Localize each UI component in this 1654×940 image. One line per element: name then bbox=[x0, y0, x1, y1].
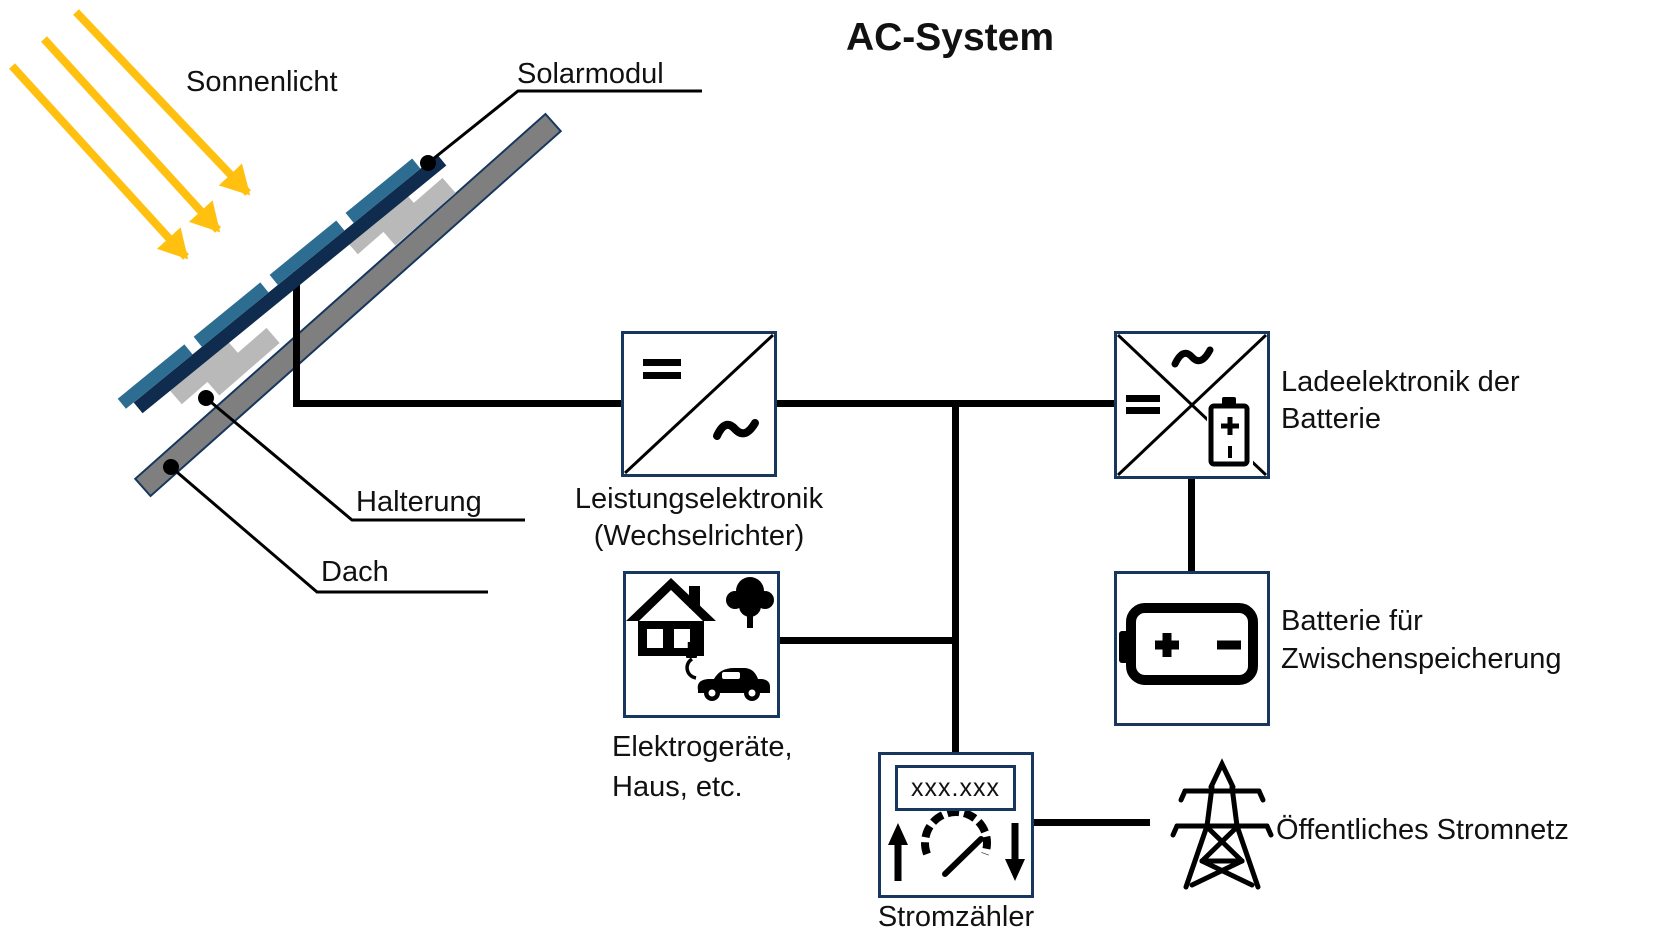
loads-label: Elektrogeräte, Haus, etc. bbox=[612, 727, 793, 807]
house-icon bbox=[626, 578, 716, 656]
charger-label: Ladeelektronik der Batterie bbox=[1281, 364, 1520, 438]
sunlight-rays-icon bbox=[9, 9, 251, 260]
dc-symbol bbox=[643, 359, 681, 379]
ac-symbol bbox=[1171, 346, 1214, 368]
tree-icon bbox=[726, 577, 774, 628]
solar-cell bbox=[193, 282, 269, 347]
solarmodul-leader-line bbox=[427, 89, 702, 165]
solar-cell bbox=[345, 158, 421, 223]
mount-bracket bbox=[344, 177, 456, 255]
meter-label: Stromzähler bbox=[877, 901, 1035, 933]
solar-cell bbox=[117, 344, 193, 409]
gauge-icon bbox=[921, 808, 991, 877]
loads-label-line1: Elektrogeräte, bbox=[612, 731, 793, 763]
ac-symbol bbox=[713, 419, 759, 440]
diagram-title: AC-System bbox=[845, 16, 1055, 59]
meter-display-value: xxx.xxx bbox=[911, 773, 1000, 802]
battery-label-line1: Batterie für bbox=[1281, 605, 1423, 637]
halterung-label: Halterung bbox=[356, 486, 482, 518]
solarmodul-label: Solarmodul bbox=[517, 58, 664, 90]
inverter-label-line2: (Wechselrichter) bbox=[593, 520, 805, 552]
inverter-label-line1: Leistungselektronik bbox=[574, 483, 824, 515]
inverter-label: Leistungselektronik (Wechselrichter) bbox=[529, 481, 869, 555]
sun-ray bbox=[41, 36, 221, 233]
export-arrow-icon bbox=[1005, 823, 1025, 881]
anchor-dot bbox=[198, 390, 214, 406]
solar-cell bbox=[269, 220, 345, 285]
import-arrow-icon bbox=[888, 823, 908, 881]
loads-box bbox=[623, 571, 780, 718]
dach-label: Dach bbox=[321, 556, 389, 588]
electric-car-icon bbox=[685, 642, 770, 701]
battery-label-line2: Zwischenspeicherung bbox=[1281, 643, 1562, 675]
roof-bar bbox=[133, 112, 563, 498]
meter-box: xxx.xxx bbox=[878, 752, 1034, 898]
grid-label: Öffentliches Stromnetz bbox=[1276, 814, 1569, 846]
battery-label: Batterie für Zwischenspeicherung bbox=[1281, 602, 1561, 678]
meter-display: xxx.xxx bbox=[895, 765, 1016, 811]
module-frame bbox=[133, 154, 447, 414]
charger-label-line1: Ladeelektronik der bbox=[1281, 366, 1520, 398]
inverter-diagonal bbox=[624, 334, 774, 474]
charger-box bbox=[1114, 331, 1270, 479]
charger-label-line2: Batterie bbox=[1281, 403, 1381, 435]
transmission-tower-icon bbox=[1170, 758, 1274, 890]
anchor-dot bbox=[163, 459, 179, 475]
inverter-box bbox=[621, 331, 777, 477]
sun-ray bbox=[9, 63, 189, 260]
loads-label-line2: Haus, etc. bbox=[612, 771, 743, 803]
anchor-dot bbox=[420, 155, 436, 171]
solar-module bbox=[117, 154, 447, 414]
mount-bracket bbox=[168, 327, 280, 405]
sun-ray bbox=[73, 9, 251, 196]
halterung-leader-line bbox=[205, 396, 525, 522]
battery-box bbox=[1114, 571, 1270, 726]
dach-leader-line bbox=[170, 465, 488, 594]
dc-symbol bbox=[1126, 395, 1160, 414]
battery-icon bbox=[1119, 603, 1258, 685]
wire-panel-to-inverter bbox=[293, 272, 622, 407]
battery-small-icon bbox=[1207, 394, 1253, 470]
sunlight-label: Sonnenlicht bbox=[186, 66, 338, 98]
